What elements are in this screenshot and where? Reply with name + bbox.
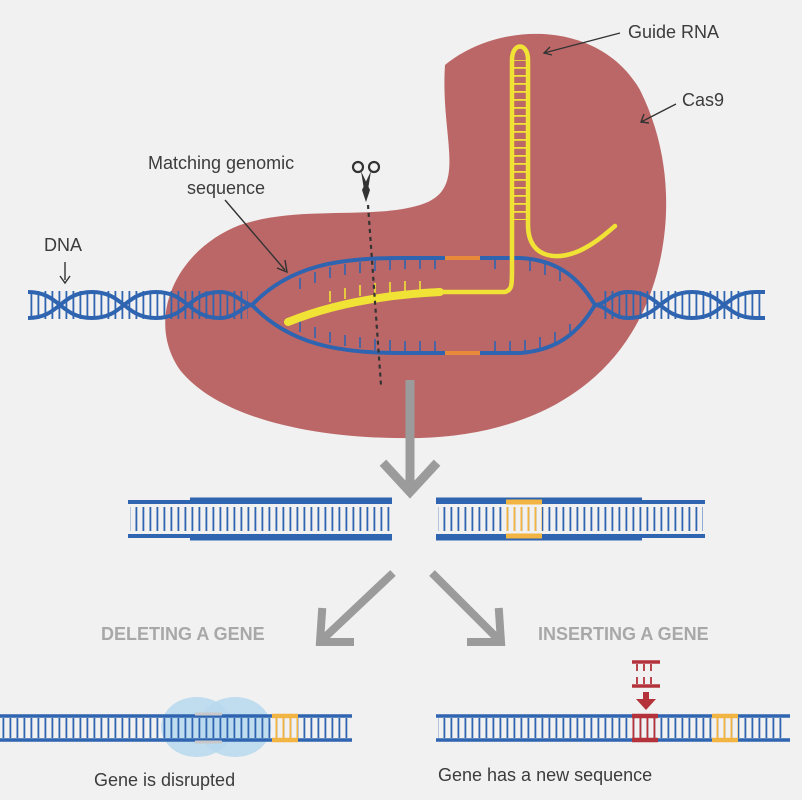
gene-new-sequence-caption: Gene has a new sequence	[438, 765, 652, 785]
matching-sequence-label-line2: sequence	[187, 178, 265, 198]
inserting-gene-heading: INSERTING A GENE	[538, 624, 709, 644]
cut-dna-right	[436, 497, 705, 541]
arrow-to-insert	[429, 570, 506, 646]
donor-dna-fragment	[632, 660, 660, 710]
scissors-icon	[351, 160, 381, 202]
cas9-protein	[165, 33, 667, 439]
cut-dna-left	[128, 497, 392, 541]
down-arrow	[379, 380, 441, 499]
arrow-to-delete	[315, 570, 396, 646]
gene-disrupted-caption: Gene is disrupted	[94, 770, 235, 790]
label-pointers	[59, 32, 677, 285]
cas9-label: Cas9	[682, 90, 724, 110]
disrupted-dna	[0, 697, 352, 757]
deleting-gene-heading: DELETING A GENE	[101, 624, 265, 644]
matching-sequence-label-line1: Matching genomic	[148, 153, 294, 173]
dna-label: DNA	[44, 235, 82, 255]
dna-helix-right	[594, 289, 765, 321]
guide-rna	[284, 44, 618, 326]
dna-bubble	[250, 256, 597, 355]
inserted-dna	[436, 713, 790, 743]
guide-rna-label: Guide RNA	[628, 22, 719, 42]
dna-helix-left	[27, 289, 253, 321]
cut-line	[366, 204, 383, 386]
